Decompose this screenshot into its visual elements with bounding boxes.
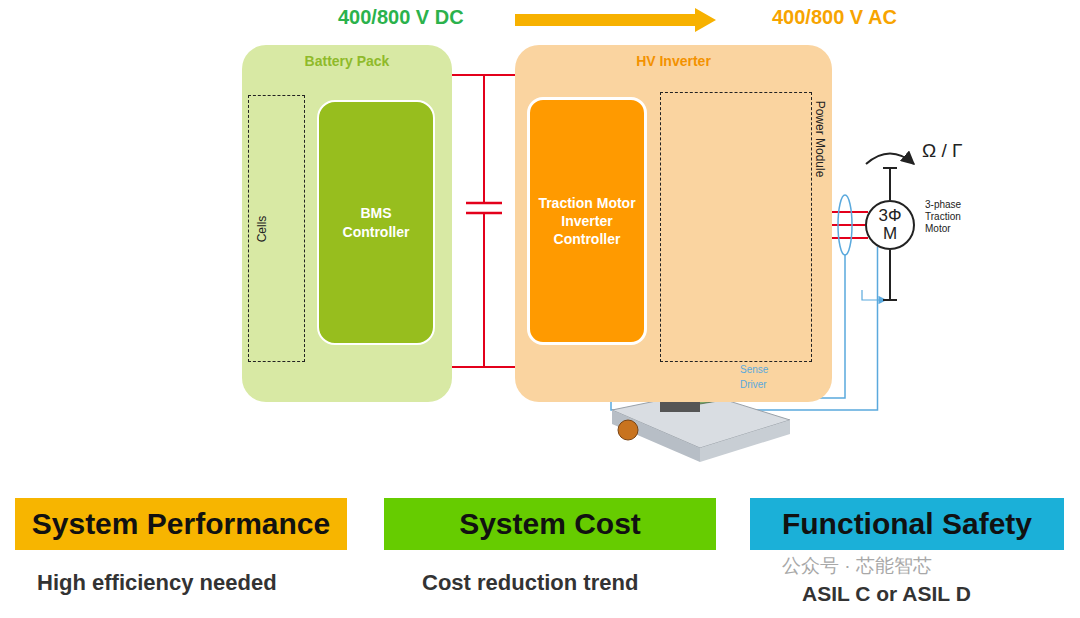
group-title: Power Module [813, 101, 827, 178]
housing-side [700, 420, 790, 462]
motor-shaft [889, 250, 891, 300]
group-title: Cells [255, 215, 269, 242]
banner-title: System Performance [32, 507, 330, 541]
speed-torque-label: Ω / Γ [922, 140, 963, 162]
motor-caption: 3-phase Traction Motor [925, 199, 973, 235]
inductor-coil [618, 420, 638, 440]
dc-to-ac-arrow [515, 8, 716, 32]
bms-controller-box: BMS Controller [317, 100, 435, 345]
capacitor-lead [483, 213, 485, 367]
cost-banner: System Cost [384, 498, 716, 550]
inverter-controller-box: Traction Motor Inverter Controller [527, 97, 647, 345]
capacitor-bank [660, 402, 700, 412]
capacitor-plate [466, 202, 502, 205]
banner-subtitle: High efficiency needed [37, 570, 277, 596]
motor-shaft [889, 168, 891, 200]
watermark: 公众号 · 芯能智芯 [782, 553, 932, 579]
voltage-label: 400/800 V AC [772, 6, 897, 29]
safety-banner: Functional Safety [750, 498, 1064, 550]
motor-symbol: 3Φ M [876, 207, 904, 243]
banner-title: Functional Safety [782, 507, 1032, 541]
banner-subtitle: ASIL C or ASIL D [802, 582, 971, 606]
banner-title: System Cost [459, 507, 641, 541]
banner-subtitle: Cost reduction trend [422, 570, 638, 596]
group-title: Battery Pack [242, 53, 452, 69]
voltage-label: 400/800 V DC [338, 6, 464, 29]
signal-label: Driver [738, 379, 769, 390]
motor-shaft-end [883, 299, 897, 301]
position-sensor-line [862, 290, 886, 300]
rotation-arrow [866, 154, 914, 165]
battery-pack-band: Battery PackCells BMS Controller [242, 45, 452, 402]
current-sensor [838, 195, 852, 255]
motor-shaft-end [883, 167, 897, 169]
signal-label: Sense [738, 364, 770, 375]
cells-box: Cells [248, 95, 305, 362]
traction-motor-circle: 3Φ M3-phase Traction Motor [865, 200, 915, 250]
box-label: Traction Motor Inverter Controller [537, 194, 637, 249]
hv-inverter-band: HV InverterTraction Motor Inverter Contr… [515, 45, 832, 402]
housing-side [612, 410, 700, 462]
capacitor-lead [483, 75, 485, 203]
power-module-box: Power Module [660, 92, 812, 362]
box-label: BMS Controller [326, 204, 426, 240]
group-title: HV Inverter [515, 53, 832, 69]
performance-banner: System Performance [15, 498, 347, 550]
